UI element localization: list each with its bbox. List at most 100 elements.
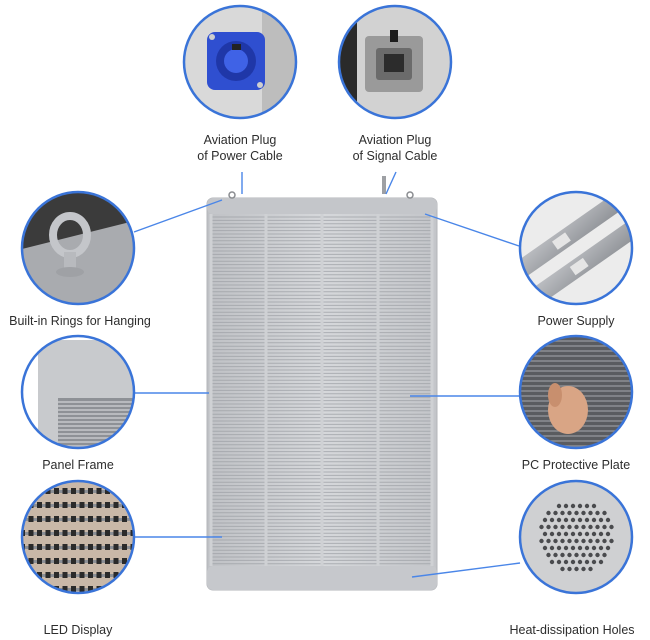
heat-hole <box>588 538 593 544</box>
heat-hole <box>546 510 551 516</box>
led-chip <box>28 488 34 494</box>
led-chip <box>62 530 68 536</box>
callout-pc-plate-photo <box>518 334 634 450</box>
led-chip <box>28 530 34 536</box>
led-chip <box>88 544 93 550</box>
led-chip <box>37 516 42 522</box>
heat-hole <box>556 517 562 523</box>
led-chip <box>122 558 127 564</box>
led-chip <box>130 558 134 564</box>
heat-hole <box>546 524 551 530</box>
led-chip <box>96 558 102 564</box>
led-chip <box>71 544 76 550</box>
led-chip <box>37 558 42 564</box>
heat-hole <box>588 524 593 530</box>
led-chip <box>62 488 68 494</box>
heat-hole <box>570 545 576 551</box>
heat-hole <box>563 545 569 551</box>
heat-hole <box>567 538 572 544</box>
led-chip <box>88 530 93 536</box>
led-chip <box>37 530 42 536</box>
led-chip <box>22 488 25 494</box>
led-chip <box>88 516 93 522</box>
led-chip <box>88 572 93 578</box>
heat-hole <box>542 545 548 551</box>
led-chip <box>22 558 25 564</box>
heat-hole <box>549 545 555 551</box>
led-chip <box>130 572 134 578</box>
heat-hole <box>588 552 593 558</box>
led-chip <box>54 502 59 508</box>
callout-power-supply-photo <box>518 190 634 306</box>
heat-hole <box>563 559 569 565</box>
heat-hole <box>567 510 572 516</box>
led-chip <box>22 530 25 536</box>
led-chip <box>71 586 76 592</box>
top-hanging-ring-right <box>406 191 414 199</box>
heat-hole <box>581 538 586 544</box>
heat-hole <box>539 538 544 544</box>
heat-hole <box>605 545 611 551</box>
leader-signal-plug <box>385 171 397 195</box>
led-chip <box>45 516 51 522</box>
led-chip <box>122 516 127 522</box>
heat-hole <box>560 524 565 530</box>
heat-hole <box>609 524 614 530</box>
led-chip <box>130 502 134 508</box>
led-chip <box>96 488 102 494</box>
label-heat-holes: Heat-dissipation Holes <box>509 623 635 637</box>
led-chip <box>71 516 76 522</box>
heat-hole <box>567 566 572 572</box>
led-chip <box>79 544 85 550</box>
heat-hole <box>581 524 586 530</box>
top-hanging-ring-left <box>228 191 236 199</box>
led-chip <box>45 558 51 564</box>
led-chip <box>96 516 102 522</box>
heat-hole <box>588 566 593 572</box>
heat-hole <box>549 531 555 537</box>
heat-hole <box>605 517 611 523</box>
led-chip <box>105 516 110 522</box>
led-chip <box>105 544 110 550</box>
led-chip <box>28 544 34 550</box>
heat-hole <box>581 510 586 516</box>
heat-hole-pattern <box>539 503 614 572</box>
heat-hole <box>574 538 579 544</box>
led-chip <box>22 502 25 508</box>
led-chip <box>79 558 85 564</box>
led-chip <box>45 544 51 550</box>
led-chip <box>71 558 76 564</box>
heat-hole <box>542 531 548 537</box>
heat-hole <box>591 503 597 509</box>
led-chip <box>130 586 134 592</box>
heat-hole <box>574 566 579 572</box>
vertical-frame-bar <box>430 214 434 566</box>
led-chip <box>105 572 110 578</box>
led-chip <box>37 502 42 508</box>
led-chip <box>22 572 25 578</box>
heat-hole <box>584 559 590 565</box>
heat-hole <box>591 545 597 551</box>
led-chip <box>54 488 59 494</box>
leader-heat-holes <box>411 562 521 578</box>
callout-power-plug-photo <box>182 4 298 120</box>
heat-hole <box>598 545 604 551</box>
led-chip <box>105 502 110 508</box>
callout-signal-plug-photo <box>337 4 453 120</box>
led-chip <box>54 516 59 522</box>
led-chip <box>22 586 25 592</box>
led-chip <box>71 488 76 494</box>
heat-hole <box>591 531 597 537</box>
led-chip <box>62 572 68 578</box>
led-chip <box>88 488 93 494</box>
heat-hole <box>598 531 604 537</box>
led-strip-bar <box>22 490 134 493</box>
label-signal-plug: Aviation Plug of Signal Cable <box>352 133 438 163</box>
led-chip <box>37 572 42 578</box>
heat-hole <box>567 552 572 558</box>
led-strip-bar <box>22 504 134 507</box>
led-panel <box>206 176 438 591</box>
led-chip <box>62 544 68 550</box>
led-chip <box>62 586 68 592</box>
